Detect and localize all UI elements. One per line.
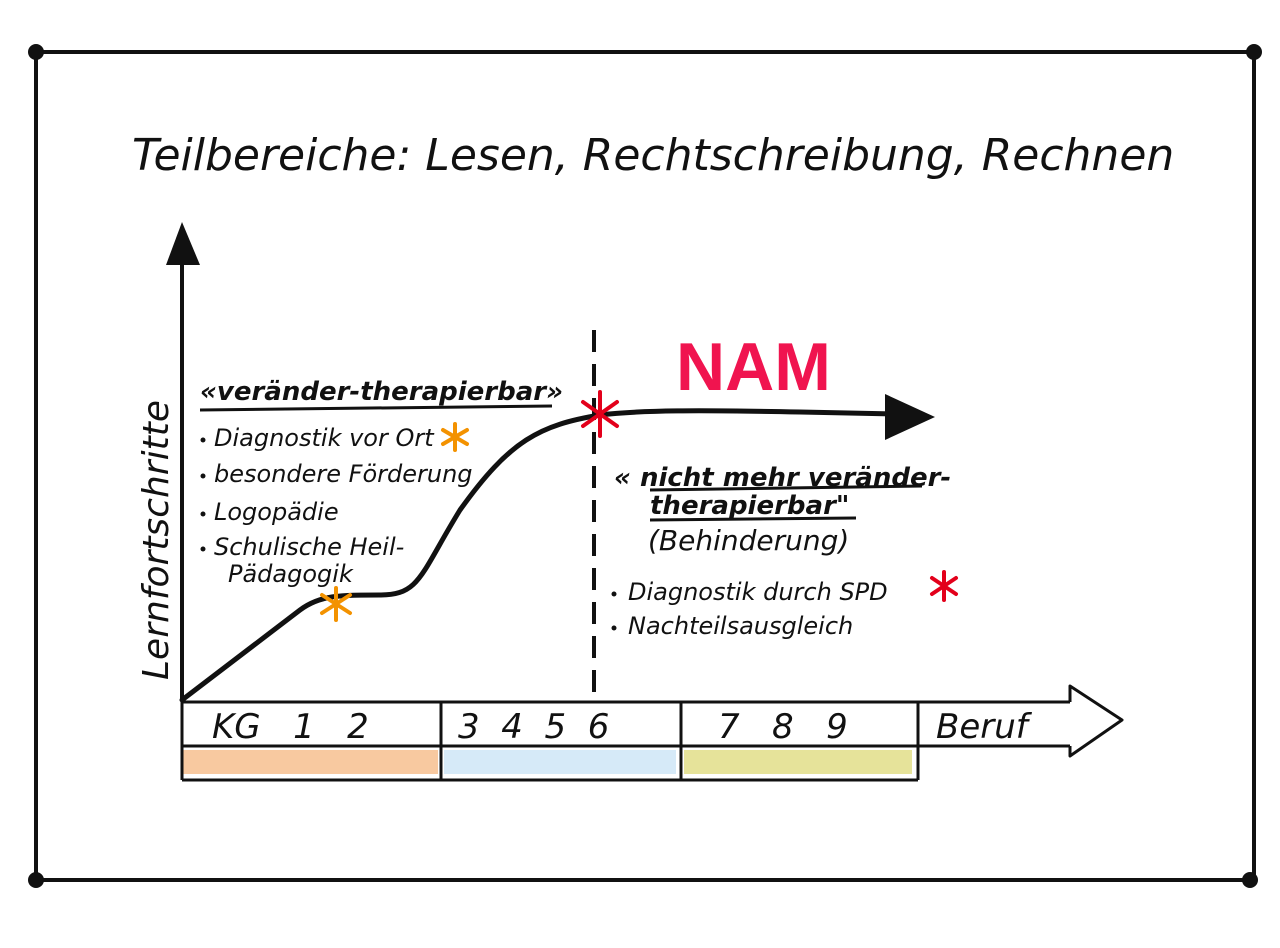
red-asterisk-icon <box>581 390 619 438</box>
frame-corner <box>28 872 44 888</box>
right-heading-underline <box>649 484 923 492</box>
left-heading: «veränder-therapierbar» <box>200 377 563 407</box>
timeline-label-middle: 3 4 5 6 <box>458 707 609 747</box>
left-item-3: Schulische Heil- <box>214 533 404 561</box>
bullet <box>200 473 206 479</box>
bullet <box>200 511 206 517</box>
y-axis-label: Lernfortschritte <box>136 400 177 680</box>
right-item-1: Nachteilsausgleich <box>628 612 853 640</box>
timeline-segment-fill-middle <box>444 750 676 774</box>
right-subheading: (Behinderung) <box>648 524 849 557</box>
learning-curve <box>179 408 898 703</box>
timeline-arrow-outline <box>1068 684 1124 758</box>
frame-corner <box>1242 872 1258 888</box>
timeline-segment-fill-kg <box>182 750 438 774</box>
timeline-label-upper: 7 8 9 <box>718 707 848 747</box>
timeline: KG 1 2 3 4 5 6 7 8 9 Beruf <box>180 684 1124 782</box>
timeline-arrow-label: Beruf <box>936 707 1033 747</box>
bullet <box>611 625 617 631</box>
timeline-label-kg: KG 1 2 <box>212 707 369 747</box>
left-item-0: Diagnostik vor Ort <box>214 424 435 452</box>
bullet <box>200 437 206 443</box>
left-item-2: Logopädie <box>214 498 339 526</box>
left-item-4: Pädagogik <box>228 560 354 588</box>
orange-asterisk-icon <box>441 422 469 452</box>
y-axis-arrowhead <box>166 222 200 265</box>
bullet <box>611 591 617 597</box>
frame-corner <box>1246 44 1262 60</box>
curve-arrowhead <box>885 394 935 440</box>
bullet <box>200 546 206 552</box>
left-heading-underline <box>199 404 553 412</box>
orange-asterisk-icon <box>320 586 352 622</box>
frame-corner <box>28 44 44 60</box>
page-title: Teilbereiche: Lesen, Rechtschreibung, Re… <box>132 130 1174 181</box>
red-asterisk-icon <box>930 570 958 602</box>
timeline-segment-fill-upper <box>684 750 912 774</box>
right-heading-line2: therapierbar" <box>650 491 849 521</box>
left-item-1: besondere Förderung <box>214 460 473 488</box>
nam-label: NAM <box>676 329 831 405</box>
right-item-0: Diagnostik durch SPD <box>628 578 888 606</box>
right-heading-underline <box>649 516 857 522</box>
frame-border <box>34 50 1256 882</box>
